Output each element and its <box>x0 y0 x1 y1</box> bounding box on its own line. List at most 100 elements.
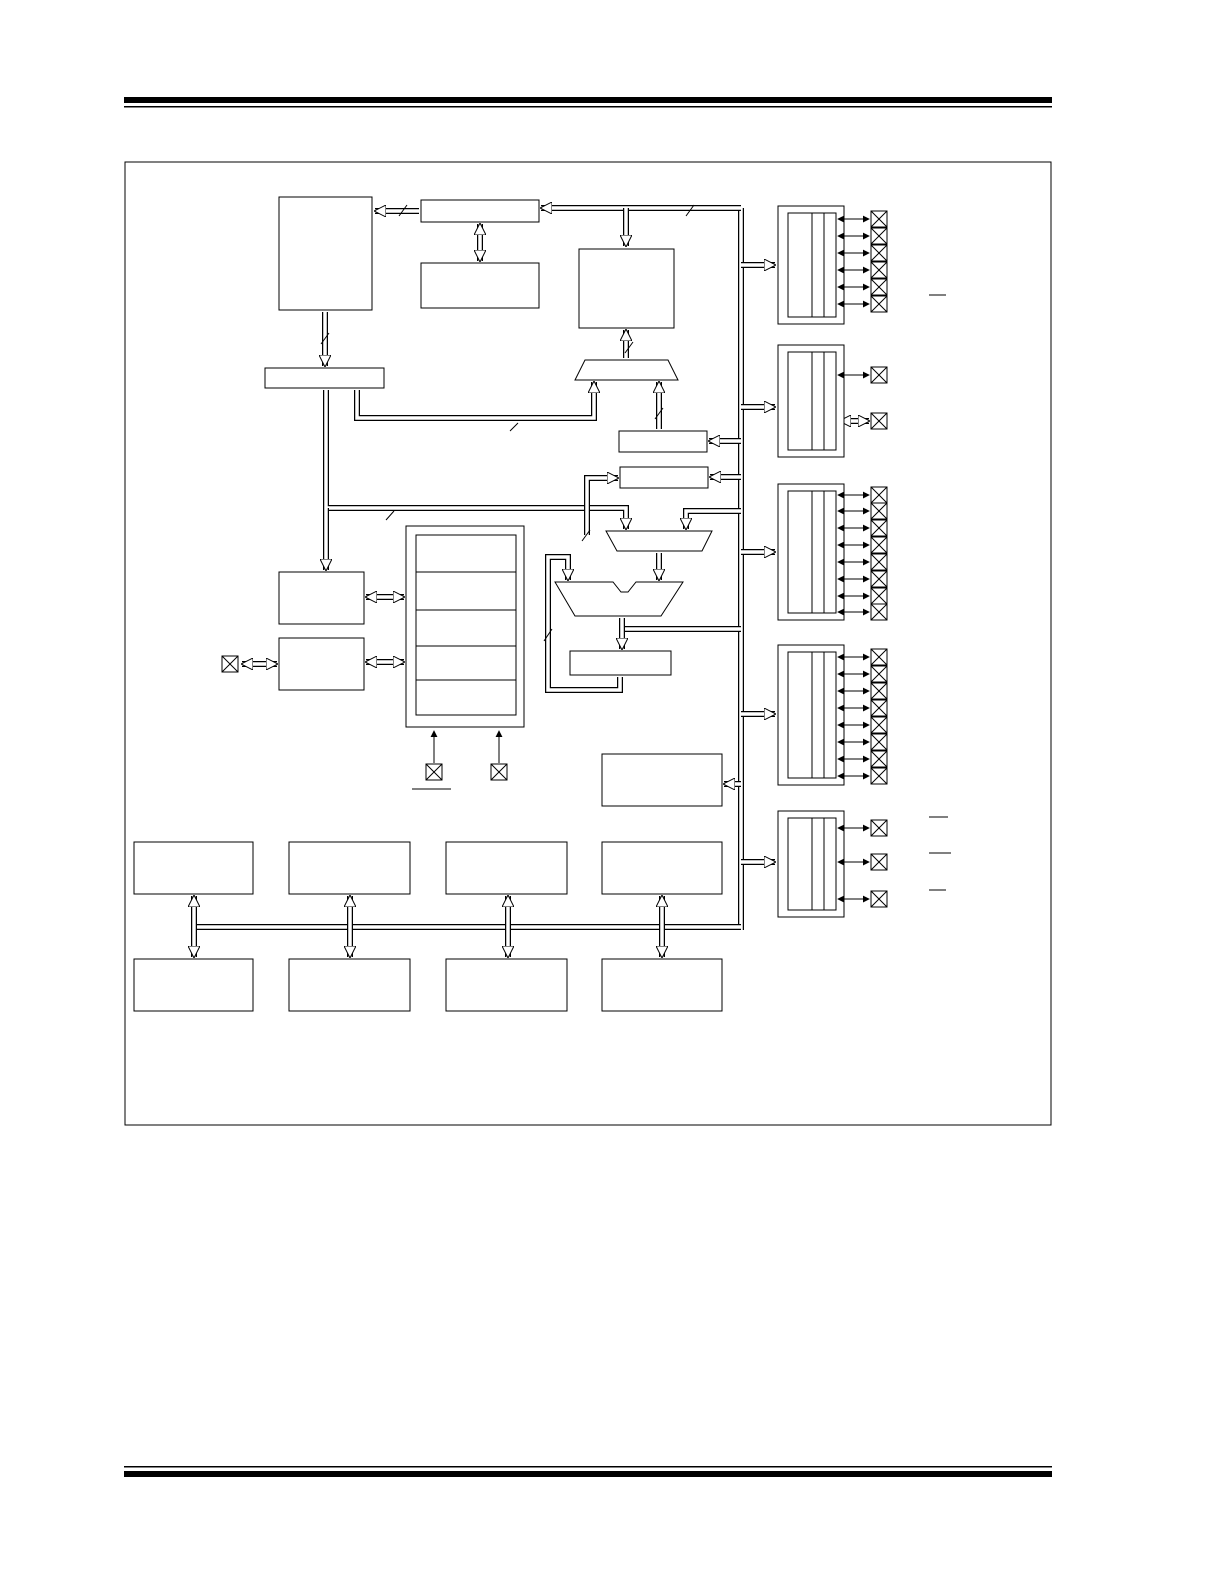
oscillator-block <box>278 637 365 691</box>
port-c-pin-8-x2 <box>870 603 888 621</box>
alu-to-status-core <box>585 478 618 535</box>
alu-to-status <box>584 478 618 535</box>
port-c-pin-7 <box>870 587 888 605</box>
stack-block <box>420 262 540 309</box>
w-to-alu-feedback-core <box>546 555 622 692</box>
timing-control-stack <box>405 525 525 728</box>
peripheral-block-1 <box>133 841 254 895</box>
port-d-pin-8 <box>870 767 888 785</box>
footer-rule <box>124 1466 1052 1477</box>
peripheral-block-3 <box>445 841 568 895</box>
port-d-pin-6 <box>870 733 888 751</box>
port-c-pin-2-x2 <box>870 502 888 520</box>
peripheral-block-8 <box>601 958 723 1012</box>
header-rule <box>124 97 1052 108</box>
port-b-pin-2 <box>870 412 888 430</box>
port-d-pin-6-x2 <box>870 733 888 751</box>
bus-width-mark-9 <box>543 628 553 642</box>
bus-to-alu-mux-right-outline <box>683 508 741 529</box>
port-c-pin-8 <box>870 603 888 621</box>
port-d-pin-1 <box>870 648 888 666</box>
mclr-pin-x2 <box>425 763 443 781</box>
ir-to-address-mux-core <box>355 382 594 420</box>
port-b-pin-2-x2 <box>870 412 888 430</box>
port-c-pin-4-x2 <box>870 536 888 554</box>
port-e-pin-1-x2 <box>870 819 888 837</box>
peripheral-block-5 <box>133 958 254 1012</box>
address-mux <box>574 359 679 381</box>
ir-to-alu-mux-core <box>324 390 626 529</box>
bus-width-mark-4 <box>624 341 634 354</box>
port-d-pin-4 <box>870 699 888 717</box>
instruction-register-block <box>264 367 385 389</box>
port-c-pin-3-x2 <box>870 519 888 537</box>
port-a-pin-4-x2 <box>870 261 888 279</box>
mclr-pin <box>425 763 443 781</box>
io-ports <box>221 205 888 918</box>
port-a-pin-2-x2 <box>870 227 888 245</box>
bus-width-mark-3 <box>685 204 695 217</box>
w-to-alu-feedback <box>545 554 623 693</box>
peripheral-block-7 <box>445 958 568 1012</box>
program-memory-block <box>278 196 373 311</box>
port-d-pin-5-x2 <box>870 716 888 734</box>
port-d-pin-5 <box>870 716 888 734</box>
port-a-pin-3 <box>870 244 888 262</box>
port-d-pin-3-x2 <box>870 682 888 700</box>
port-a <box>777 205 870 325</box>
osc-pin <box>221 655 239 673</box>
osc-pin-x2 <box>221 655 239 673</box>
bus-width-mark-8 <box>581 529 591 542</box>
port-d-pin-8-x2 <box>870 767 888 785</box>
bus-width-mark-2 <box>320 332 330 345</box>
port-c-pin-7-x2 <box>870 587 888 605</box>
port-c-pin-3 <box>870 519 888 537</box>
port-e-pin-2 <box>870 853 888 871</box>
instruction-decode-block <box>278 571 365 625</box>
vdd-pin <box>490 763 508 781</box>
port-a-pin-1-x2 <box>870 210 888 228</box>
figure-frame <box>124 161 1052 1126</box>
bus-width-mark-5 <box>509 422 519 432</box>
port-c-pin-5 <box>870 553 888 571</box>
peripheral-block-4 <box>601 841 723 895</box>
port-d-pin-7 <box>870 750 888 768</box>
port-a-pin-3-x2 <box>870 244 888 262</box>
vdd-pin-x2 <box>490 763 508 781</box>
port-d-pin-2-x2 <box>870 665 888 683</box>
port-c-pin-6 <box>870 570 888 588</box>
data-buses <box>194 208 869 957</box>
ir-to-alu-mux <box>323 390 626 529</box>
port-a-pin-5 <box>870 278 888 296</box>
port-a-pin-5-x2 <box>870 278 888 296</box>
port-c-pin-2 <box>870 502 888 520</box>
bus-width-mark-7 <box>385 510 395 521</box>
fsr-register-block <box>618 430 708 453</box>
port-e-pin-3-x2 <box>870 890 888 908</box>
pins-and-markers <box>320 204 951 891</box>
ram-block <box>578 248 675 329</box>
port-c-pin-1 <box>870 486 888 504</box>
program-counter-block <box>420 199 540 223</box>
port-d-pin-7-x2 <box>870 750 888 768</box>
port-b-pin-1-x2 <box>870 366 888 384</box>
port-c-pin-4 <box>870 536 888 554</box>
bus-width-mark-1 <box>398 204 408 217</box>
port-b <box>777 344 870 458</box>
port-a-pin-6 <box>870 295 888 313</box>
port-a-pin-2 <box>870 227 888 245</box>
port-b-pin-1 <box>870 366 888 384</box>
ir-to-address-mux-outline <box>354 382 597 421</box>
port-d-pin-2 <box>870 665 888 683</box>
port-c-pin-5-x2 <box>870 553 888 571</box>
port-d-pin-4-x2 <box>870 699 888 717</box>
port-e-pin-3 <box>870 890 888 908</box>
alu-mux <box>605 530 713 552</box>
alu <box>554 581 684 617</box>
port-e <box>777 810 870 918</box>
port-c-pin-6-x2 <box>870 570 888 588</box>
peripheral-block-2 <box>288 841 411 895</box>
port-a-pin-6-x2 <box>870 295 888 313</box>
port-c <box>777 483 870 621</box>
